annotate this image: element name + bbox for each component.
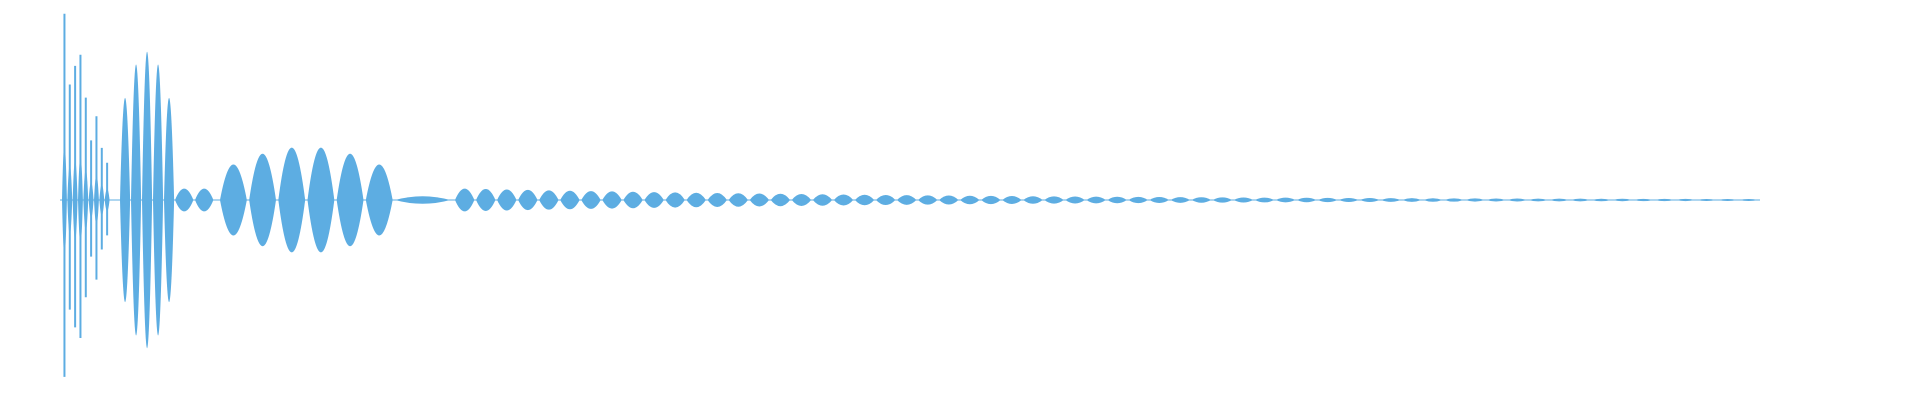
waveform-lobe (1402, 198, 1422, 202)
waveform-lobe (1486, 198, 1506, 202)
waveform-lobe (83, 169, 89, 231)
waveform-lobe (1507, 198, 1527, 202)
waveform-lobe (497, 189, 517, 211)
waveform-lobe (749, 193, 770, 207)
waveform-shape (62, 13, 1759, 377)
waveform-lobe (99, 184, 105, 216)
waveform-lobe (1254, 197, 1275, 203)
waveform-lobe (1296, 197, 1317, 203)
waveform-lobe (1654, 198, 1675, 202)
waveform-lobe (539, 190, 559, 210)
waveform-lobe (395, 196, 451, 204)
waveform-lobe (1191, 197, 1212, 203)
waveform-lobe (307, 147, 335, 253)
waveform-lobe (644, 192, 664, 208)
waveform-lobe (365, 164, 393, 236)
waveform-lobe (1002, 196, 1022, 204)
waveform-lobe (1128, 196, 1148, 204)
waveform-lobe (1233, 197, 1254, 203)
waveform-lobe (897, 195, 917, 205)
waveform-lobe (1612, 198, 1633, 202)
waveform-lobe (1212, 197, 1233, 203)
waveform-lobe (623, 191, 643, 209)
waveform-lobe (1023, 196, 1043, 204)
waveform-lobe (707, 193, 727, 207)
waveform-lobe (278, 147, 306, 253)
waveform-lobe (131, 64, 142, 336)
waveform-lobe (72, 159, 78, 241)
waveform-lobe (939, 195, 959, 205)
waveform-lobe (120, 97, 131, 303)
waveform-lobe (791, 194, 812, 206)
waveform-lobe (1423, 198, 1443, 202)
waveform-lobe (175, 188, 194, 212)
waveform-lobe (78, 156, 83, 244)
waveform-lobe (104, 188, 110, 212)
waveform-lobe (1086, 196, 1106, 204)
waveform-lobe (94, 174, 99, 226)
waveform-lobe (1444, 198, 1464, 202)
waveform-lobe (918, 195, 938, 205)
waveform-lobe (153, 64, 164, 336)
waveform-lobe (1675, 198, 1696, 202)
waveform-lobe (1549, 198, 1569, 202)
waveform-lobe (665, 192, 685, 208)
waveform-lobe (686, 192, 706, 208)
waveform-lobe (1317, 197, 1338, 203)
waveform-lobe (1465, 198, 1485, 202)
waveform-lobe (812, 194, 833, 206)
waveform-lobe (1528, 198, 1548, 202)
waveform-lobe (1044, 196, 1064, 204)
waveform-lobe (249, 153, 276, 247)
waveform-lobe (1339, 197, 1359, 203)
waveform-lobe (1696, 198, 1717, 202)
waveform-lobe (1381, 198, 1401, 202)
waveform-lobe (1633, 198, 1654, 202)
waveform-lobe (1065, 196, 1085, 204)
waveform-lobe (195, 188, 214, 212)
waveform-lobe (1170, 197, 1191, 203)
waveform-lobe (1738, 199, 1759, 201)
waveform-lobe (770, 193, 791, 207)
waveform-lobe (1591, 198, 1611, 202)
waveform-lobe (476, 189, 496, 211)
waveform-lobe (164, 97, 175, 303)
waveform-lobe (1570, 198, 1590, 202)
waveform-lobe (581, 191, 601, 209)
waveform-lobe (1360, 198, 1380, 202)
waveform-lobe (518, 189, 538, 211)
waveform-lobe (854, 194, 875, 206)
waveform-lobe (88, 182, 94, 218)
waveform-lobe (220, 164, 247, 236)
waveform-lobe (833, 194, 854, 206)
waveform-lobe (1149, 197, 1169, 203)
waveform-lobe (981, 195, 1001, 205)
waveform-lobe (1107, 196, 1127, 204)
waveform-lobe (142, 51, 153, 349)
waveform-lobe (1275, 197, 1296, 203)
waveform-lobe (62, 144, 67, 256)
waveform-lobe (560, 190, 580, 210)
waveform-lobe (455, 188, 475, 212)
waveform-lobe (960, 195, 980, 205)
waveform-lobe (728, 193, 748, 207)
waveform-lobe (875, 194, 896, 206)
waveform-lobe (1717, 199, 1738, 201)
waveform-lobe (602, 191, 622, 209)
waveform-lobe (67, 165, 73, 235)
waveform-lobe (336, 153, 364, 247)
